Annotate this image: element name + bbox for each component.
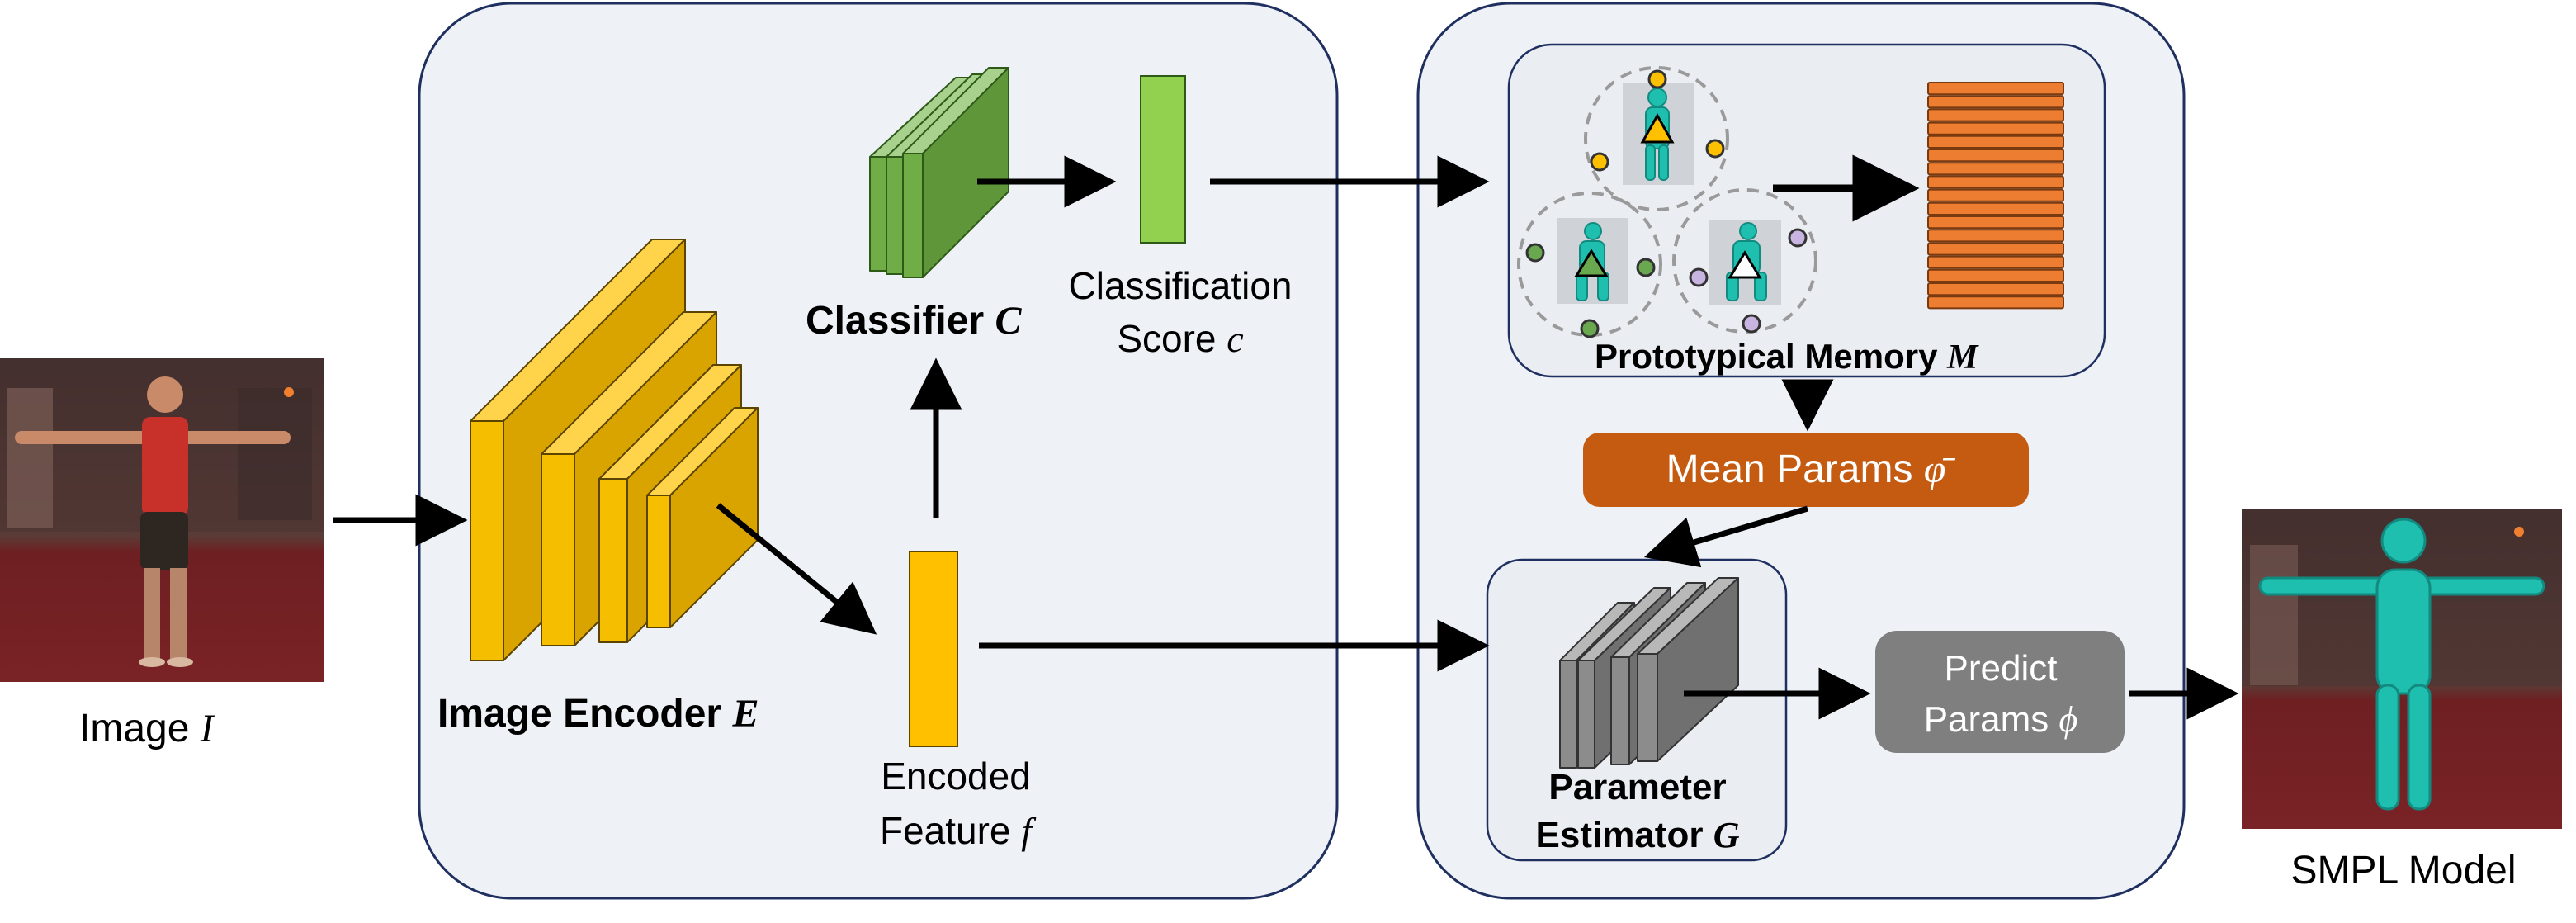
memory-bank-row [1927, 215, 2064, 230]
predict-params-label-line1: Predict [1945, 648, 2058, 689]
arrow-mean-to-estimator [1643, 505, 1808, 568]
predict-params-label-line2: Params ϕ [1924, 699, 2078, 740]
memory-bank-row [1927, 95, 2064, 109]
output-photo [2242, 509, 2562, 829]
memory-bank-row [1927, 121, 2064, 135]
image-label: Image I [79, 707, 215, 750]
classification-score-label-line2: Score c [1117, 317, 1243, 360]
memory-bank-row [1927, 162, 2064, 176]
encoded-feature-label-line2: Feature f [880, 809, 1037, 852]
mean-params-label: Mean Params φ̄ [1666, 447, 1956, 491]
memory-bank-row [1927, 135, 2064, 149]
memory-bank-row [1927, 149, 2064, 163]
memory-bank-row [1927, 255, 2064, 269]
classifier-label: Classifier C [806, 299, 1022, 343]
memory-bank-row [1927, 268, 2064, 282]
memory-bank-row [1927, 296, 2064, 310]
prototypical-memory-label: Prototypical Memory M [1595, 337, 1979, 376]
encoded-feature-label-line1: Encoded [881, 755, 1031, 798]
image-encoder-blocks [470, 239, 759, 661]
arrow-encoder-to-feature [716, 503, 877, 635]
memory-bank-stack [1927, 82, 2064, 310]
mean-params-box [1583, 433, 2029, 507]
memory-bank-row [1927, 82, 2064, 96]
input-photo [0, 358, 324, 682]
image-encoder-label: Image Encoder E [437, 692, 759, 736]
memory-bank-row [1927, 188, 2064, 202]
classifier-blocks [869, 67, 1009, 278]
memory-bank-row [1927, 282, 2064, 296]
arrows [333, 154, 2239, 720]
memory-bank-row [1927, 229, 2064, 243]
memory-bank-row [1927, 108, 2064, 122]
parameter-estimator-blocks [1559, 577, 1739, 769]
memory-bank-row [1927, 201, 2064, 216]
memory-bank-row [1927, 242, 2064, 256]
encoder-panel [418, 2, 1339, 900]
classification-score-bar [1140, 75, 1186, 244]
predict-params-box [1875, 631, 2125, 753]
prototype-cluster-icon [1517, 66, 1817, 338]
encoded-feature-bar [909, 551, 958, 747]
smpl-model-label: SMPL Model [2291, 849, 2517, 892]
parameter-estimator-label-line1: Parameter [1548, 767, 1726, 807]
classification-score-label-line1: Classification [1069, 264, 1293, 307]
memory-bank-row [1927, 175, 2064, 189]
parameter-estimator-label-line2: Estimator G [1536, 815, 1740, 855]
